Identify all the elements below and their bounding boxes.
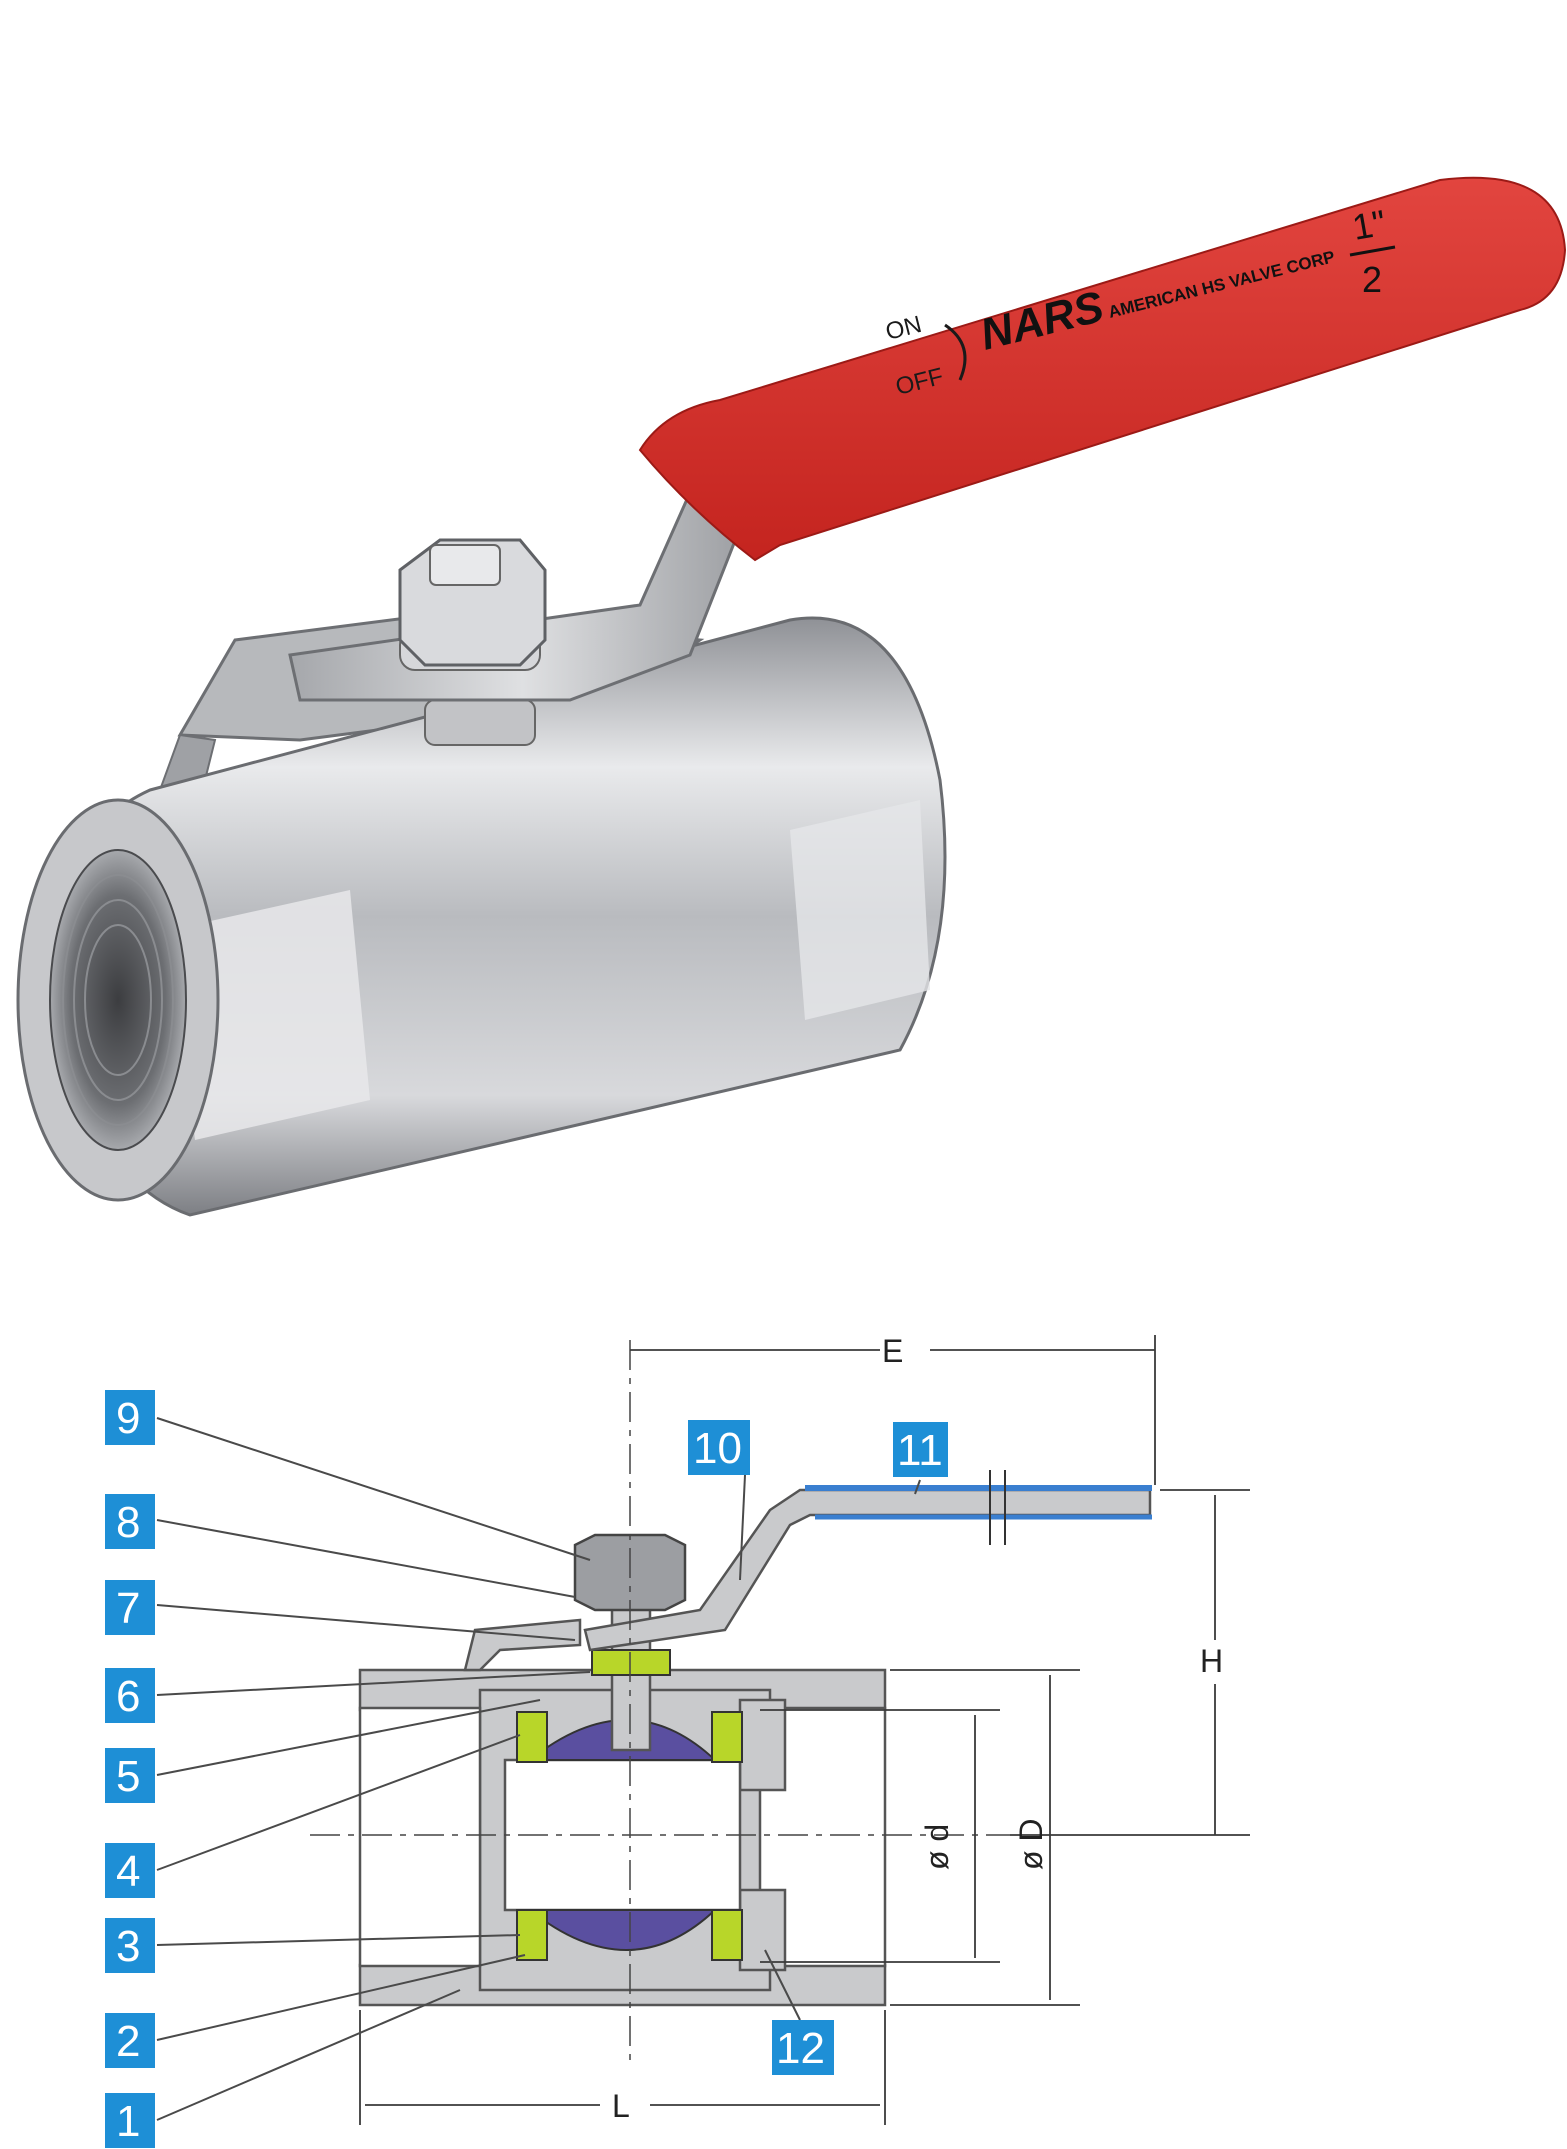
on-off-arrow-icon xyxy=(944,323,967,381)
callout-6: 6 xyxy=(105,1668,155,1723)
ball-lower xyxy=(527,1909,718,1951)
svg-text:12: 12 xyxy=(776,2024,825,2073)
end-cap-12-bottom xyxy=(738,1888,787,1972)
seat-top-left xyxy=(516,1711,548,1763)
break-mark xyxy=(989,1470,1006,1545)
svg-text:5: 5 xyxy=(116,1752,140,1801)
seat-bottom-right xyxy=(711,1909,743,1961)
dimension-l: L xyxy=(612,2088,630,2124)
section-stop-plate xyxy=(463,1618,582,1672)
dimension-e: E xyxy=(882,1333,903,1369)
svg-text:1: 1 xyxy=(116,2097,140,2146)
hex-flat-left xyxy=(170,890,370,1140)
handle-size-denominator: 2 xyxy=(1362,259,1382,300)
svg-text:7: 7 xyxy=(116,1584,140,1633)
bore-threads xyxy=(62,874,174,1126)
svg-text:4: 4 xyxy=(116,1847,140,1896)
svg-text:3: 3 xyxy=(116,1922,140,1971)
callout-8: 8 xyxy=(105,1494,155,1549)
callout-12: 12 xyxy=(772,2020,834,2075)
svg-text:9: 9 xyxy=(116,1394,140,1443)
stem-collar xyxy=(424,699,536,746)
svg-text:11: 11 xyxy=(897,1426,943,1475)
dimension-lines xyxy=(359,1335,1250,2125)
seat-top-right xyxy=(711,1711,743,1763)
seat-bottom-left xyxy=(516,1909,548,1961)
callout-2: 2 xyxy=(105,2013,155,2068)
svg-text:6: 6 xyxy=(116,1672,140,1721)
svg-text:10: 10 xyxy=(693,1424,742,1473)
callout-11: 11 xyxy=(893,1422,948,1477)
callout-10: 10 xyxy=(688,1420,750,1475)
dimension-small-d: ø d xyxy=(919,1824,955,1870)
callout-7: 7 xyxy=(105,1580,155,1635)
handle-grip xyxy=(638,176,1567,562)
leader-lines xyxy=(156,1417,921,2121)
callout-5: 5 xyxy=(105,1748,155,1803)
dimension-large-d: ø D xyxy=(1013,1818,1049,1870)
bore-left xyxy=(358,1706,482,1968)
handle-size-numerator: 1" xyxy=(1349,202,1388,248)
callout-9: 9 xyxy=(105,1390,155,1445)
threaded-bore xyxy=(49,849,187,1151)
stem-top xyxy=(429,544,501,586)
valve-illustration xyxy=(16,176,1567,1217)
stem-packing xyxy=(591,1649,671,1676)
end-cap-12 xyxy=(738,1698,787,1792)
svg-text:8: 8 xyxy=(116,1498,140,1547)
callout-1: 1 xyxy=(105,2093,155,2148)
dimension-h: H xyxy=(1200,1643,1223,1679)
svg-text:2: 2 xyxy=(116,2017,140,2066)
callout-4: 4 xyxy=(105,1843,155,1898)
callout-3: 3 xyxy=(105,1918,155,1973)
hex-flat-right xyxy=(790,800,930,1020)
handle-size-fraction-bar xyxy=(1349,245,1396,257)
